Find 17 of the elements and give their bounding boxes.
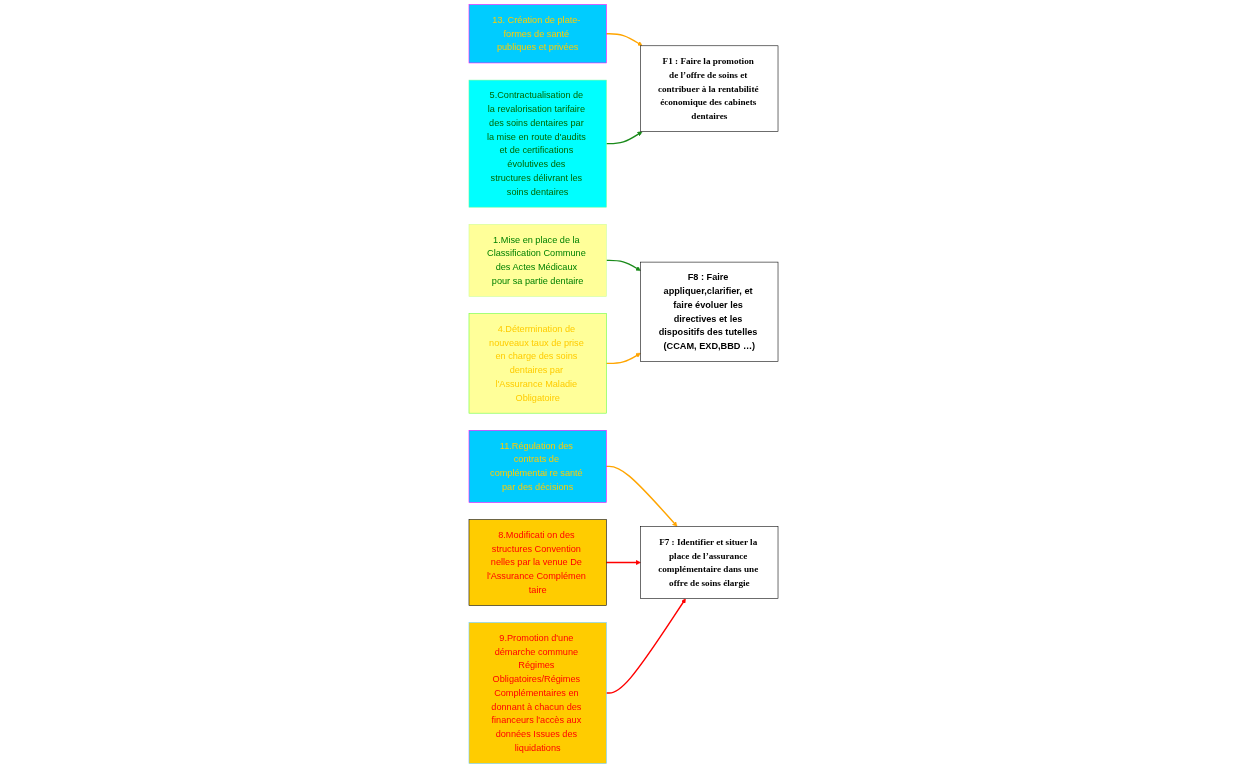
node-box: 11.Régulation des contrats de complémentai re santé par des décisions xyxy=(468,430,607,503)
node-box: 5.Contractualisation de la revalorisation tarifaire des soins dentaires par la mise en route d'audits et de certifications évolutives des structures délivrant les soins dentaires xyxy=(468,79,607,208)
arrow xyxy=(605,560,641,566)
node-box: 8.Modificati on des structures Convention nelles par la venue De l'Assurance Complémen taire xyxy=(468,519,607,606)
node-box: 4.Détermination de nouveaux taux de prise en charge des soins dentaires par l'Assurance Maladie Obligatoire xyxy=(468,313,607,414)
arrow xyxy=(605,131,643,145)
node-box: F7 : Identifier et situer la place de l’assurance complémentaire dans une offre de soins élargie xyxy=(640,526,779,599)
node-box: 1.Mise en place de la Classification Commune des Actes Médicaux pour sa partie dentaire xyxy=(468,224,607,297)
node-box: 9.Promotion d'une démarche commune Régimes Obligatoires/Régimes Complémentaires en donnant à chacun des financeurs l'accès aux données Issues des liquidations xyxy=(468,622,607,764)
arrow xyxy=(605,259,641,271)
arrow xyxy=(605,598,686,694)
node-box: 13. Création de plate- formes de santé publiques et privées xyxy=(468,4,607,64)
arrow xyxy=(605,33,643,46)
arrow xyxy=(605,352,641,365)
node-box: F8 : Faire appliquer,clarifier, et faire évoluer les directives et les dispositifs des tutelles (CCAM, EXD,BBD …) xyxy=(640,261,779,362)
node-box: F1 : Faire la promotion de l’offre de soins et contribuer à la rentabilité économique des cabinets dentaires xyxy=(640,45,779,132)
arrow xyxy=(605,465,678,527)
